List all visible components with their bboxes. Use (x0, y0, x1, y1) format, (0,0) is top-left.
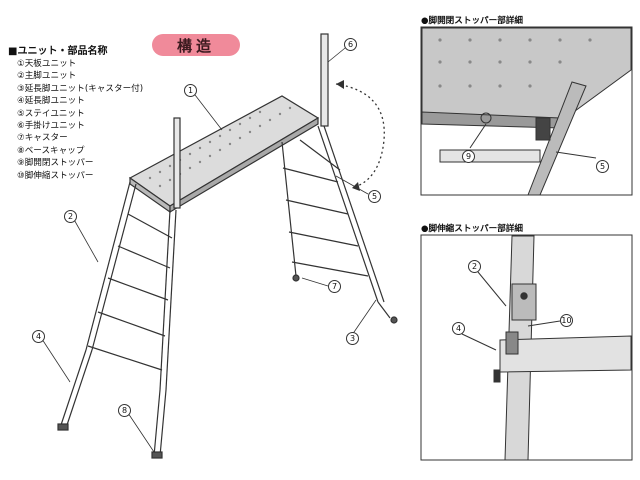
rear-rung (285, 199, 349, 215)
handrail-post-left (173, 117, 181, 209)
front-leg-left (85, 181, 131, 351)
extension-stopper-slot (493, 369, 501, 383)
parts-list-heading: ■ユニット・部品名称 (8, 46, 108, 57)
rotation-arrow (335, 83, 385, 189)
callout-2: 2 (64, 210, 77, 223)
parts-list-item: ⑨脚開閉ストッパー (17, 158, 94, 169)
callout-leaders (39, 43, 377, 453)
detail-bottom-title: ●脚伸縮ストッパー部詳細 (421, 224, 524, 234)
parts-list: ①天板ユニット ②主脚ユニット ③延長脚ユニット(キャスター付) ④延長脚ユニッ… (17, 58, 143, 182)
platform-top (128, 95, 320, 207)
parts-list-item: ①天板ユニット (17, 59, 77, 69)
callout-8: 8 (118, 404, 131, 417)
parts-list-item: ⑤ステイユニット (17, 108, 85, 119)
detail-bottom-illustration (420, 234, 633, 461)
detail-callout-9: 9 (462, 150, 475, 163)
parts-list-item: ③延長脚ユニット(キャスター付) (17, 83, 144, 94)
base-cap-right (151, 451, 163, 459)
structure-title-badge: 構造 (152, 34, 240, 56)
callout-1: 1 (184, 84, 197, 97)
rear-leg-right-inner (323, 125, 385, 303)
detail-top-strut (439, 149, 541, 163)
rear-rung (291, 261, 369, 277)
parts-list-item: ⑥手掛けユニット (17, 121, 85, 132)
extension-leg-left-inner (65, 349, 93, 429)
parts-list-item: ⑩脚伸縮ストッパー (17, 170, 94, 181)
rotation-arrow-head (352, 182, 360, 191)
rotation-arrow-head (336, 80, 344, 89)
callout-6: 6 (344, 38, 357, 51)
detail-top-leg (527, 81, 587, 196)
front-rung (87, 345, 163, 371)
extension-stopper-block (505, 331, 519, 355)
leg-stopper-block (535, 117, 551, 141)
extension-stopper-housing (511, 283, 537, 321)
front-rung (117, 245, 171, 269)
detail-callout-5: 5 (596, 160, 609, 173)
extension-leg-right-inner (159, 389, 167, 457)
detail-callout-4: 4 (452, 322, 465, 335)
extension-leg-right (153, 389, 161, 457)
front-leg-right-inner (165, 209, 177, 391)
front-rung (107, 277, 169, 301)
front-leg-right (159, 209, 171, 391)
parts-list-item: ④延長脚ユニット (17, 96, 85, 107)
caster-rear-left (292, 274, 300, 282)
detail-callout-10: 10 (560, 314, 573, 327)
callout-3: 3 (346, 332, 359, 345)
base-cap-left (57, 423, 69, 431)
rear-rung (288, 231, 359, 247)
detail-bottom-rail (499, 335, 632, 373)
parts-list-item: ②主脚ユニット (17, 71, 77, 82)
detail-top-title: ●脚開閉ストッパー部詳細 (421, 16, 524, 26)
platform-holes (148, 106, 292, 188)
caster-rear (390, 316, 398, 324)
stay-unit (299, 139, 341, 171)
extension-stopper-pin (520, 292, 528, 300)
front-leg-left-inner (91, 183, 137, 351)
callout-4: 4 (32, 330, 45, 343)
main-ladder-illustration (57, 33, 398, 459)
extension-leg-left (59, 349, 87, 429)
front-rung (97, 311, 166, 337)
callout-7: 7 (328, 280, 341, 293)
rear-leg-left (281, 141, 297, 277)
rear-extension-leg (377, 301, 391, 319)
parts-list-item: ⑧ベースキャップ (17, 145, 85, 156)
front-rung (127, 213, 173, 239)
leg-stopper-ring (480, 112, 492, 124)
detail-callout-2: 2 (468, 260, 481, 273)
callout-5: 5 (368, 190, 381, 203)
parts-list-item: ⑦キャスター (17, 133, 68, 144)
rear-rung (282, 167, 339, 183)
handrail-post-right (320, 33, 329, 127)
